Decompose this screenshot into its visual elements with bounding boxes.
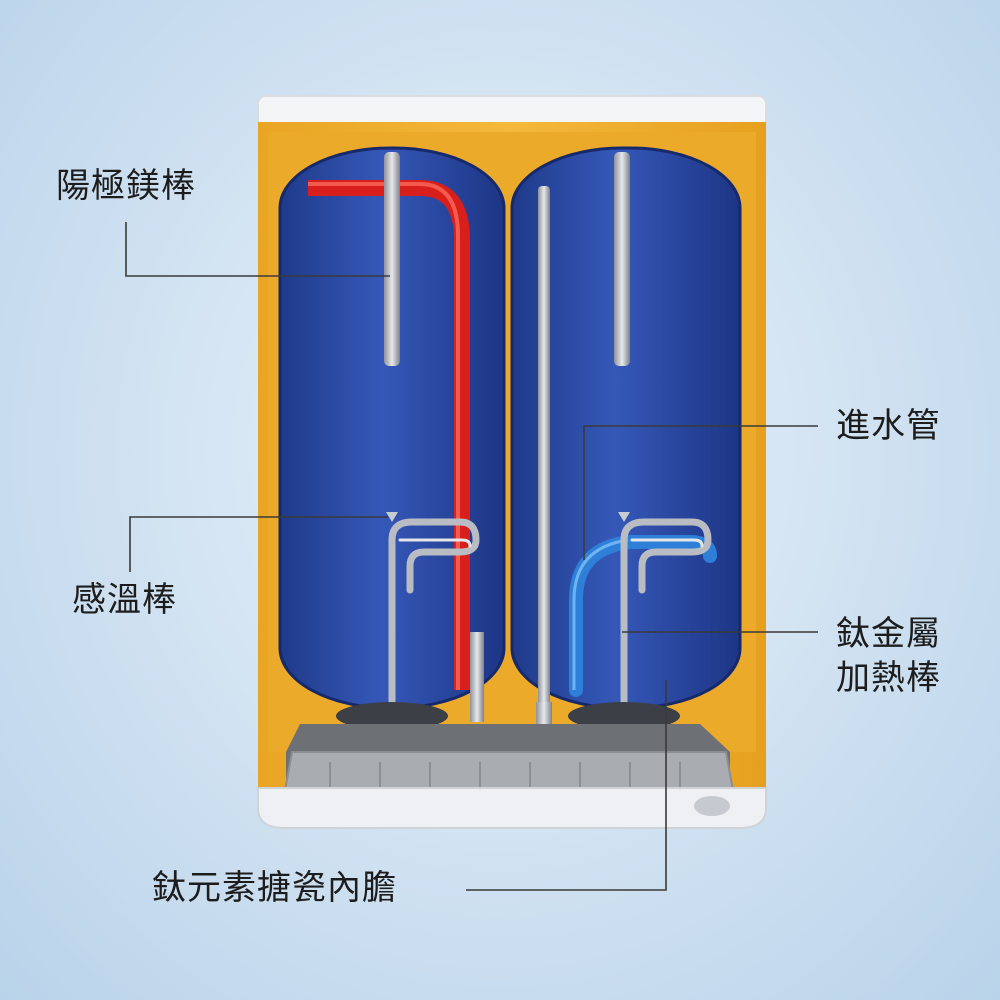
label-enamel-tank: 鈦元素搪瓷內膽 [152,868,397,908]
anode-rod-left [384,152,400,366]
leader-lines [125,222,818,891]
leader-thermo [129,516,388,572]
left-flange [336,702,448,730]
leader-anode [125,222,390,277]
label-anode-rod: 陽極鎂棒 [56,166,196,206]
right-heating-element [620,518,712,714]
label-heating-rod-line1: 鈦金屬 [836,614,941,654]
center-rod [538,186,550,726]
bottom-cover [257,787,767,829]
label-inlet-pipe: 進水管 [836,406,941,446]
anode-rod-right [614,152,630,366]
left-heating-element [388,518,480,714]
label-heating-rod: 鈦金屬 加熱棒 [836,612,941,700]
label-thermostat-rod: 感溫棒 [72,580,177,620]
leader-inlet [583,425,818,560]
label-heating-rod-line2: 加熱棒 [836,658,941,698]
right-flange [568,702,680,730]
leader-tank [466,680,667,891]
